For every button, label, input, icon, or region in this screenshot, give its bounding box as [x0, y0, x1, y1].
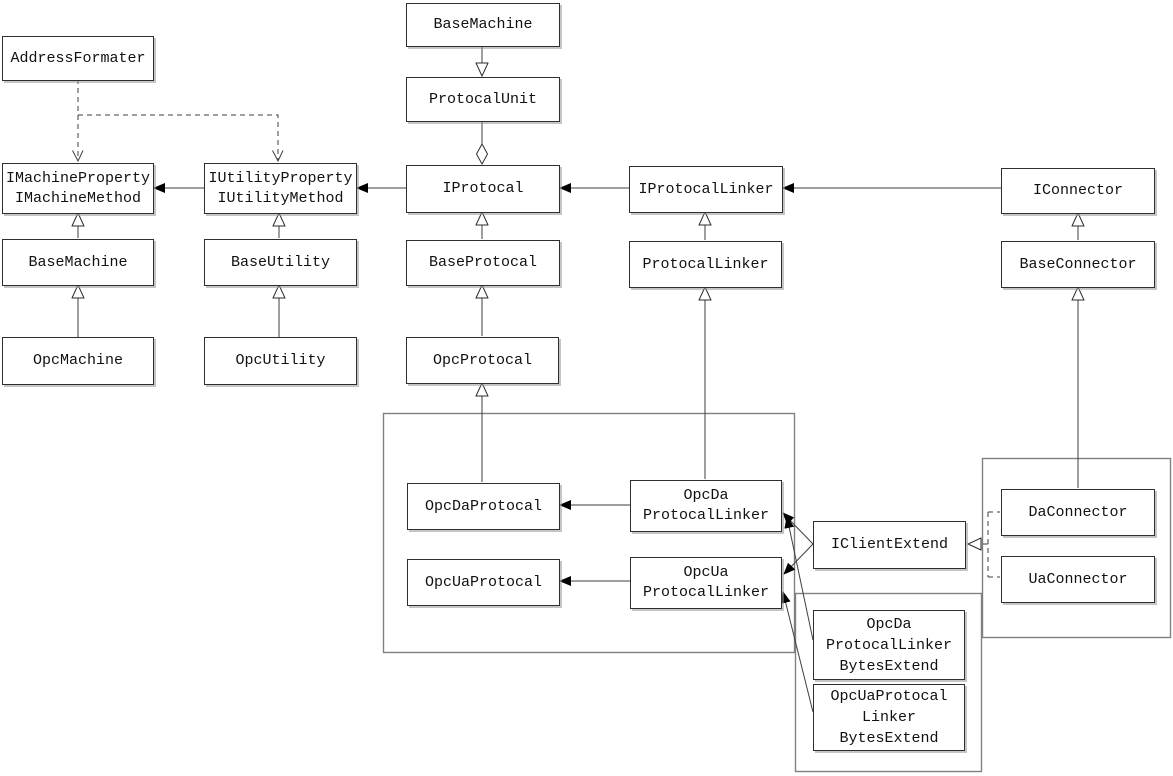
- class-label: BytesExtend: [839, 657, 939, 675]
- class-label: ProtocalLinker: [642, 507, 770, 524]
- class-label: IMachineProperty: [5, 169, 151, 187]
- class-label: OpcMachine: [32, 352, 123, 369]
- class-label: OpcDa: [866, 615, 912, 633]
- class-box-iprotocal: IProtocal: [406, 165, 560, 213]
- class-label: IUtilityProperty: [208, 169, 353, 187]
- group-container-connectors: [981, 457, 1172, 639]
- class-box-opc-machine: OpcMachine: [2, 337, 154, 385]
- class-box-opc-da-protocal: OpcDaProtocal: [407, 483, 560, 530]
- class-label: ProtocalLinker: [642, 255, 769, 273]
- class-box-base-machine-left: BaseMachine: [2, 239, 154, 286]
- class-label: DaConnector: [1028, 503, 1128, 521]
- class-label: IProtocalLinker: [638, 180, 774, 198]
- class-label: Linker: [861, 709, 916, 726]
- class-box-opc-ua-protocal-linker: OpcUa ProtocalLinker: [630, 557, 782, 609]
- class-label: OpcProtocal: [432, 351, 533, 369]
- class-label: OpcUaProtocal: [830, 688, 948, 705]
- class-label: IUtilityMethod: [217, 189, 344, 207]
- class-box-base-connector: BaseConnector: [1001, 241, 1155, 288]
- class-label: BaseUtility: [230, 253, 331, 271]
- class-label: UaConnector: [1028, 570, 1128, 588]
- class-label: ProtocalLinker: [642, 584, 770, 601]
- class-box-opc-da-protocal-linker: OpcDa ProtocalLinker: [630, 480, 782, 532]
- class-box-opc-ua-protocal-linker-bytes-extend: OpcUaProtocal Linker BytesExtend: [813, 684, 965, 751]
- class-label: OpcUtility: [235, 352, 326, 369]
- class-box-iclient-extend: IClientExtend: [813, 521, 966, 569]
- class-label: IConnector: [1032, 182, 1123, 199]
- class-label: BaseConnector: [1019, 255, 1137, 273]
- edge-opcuabytes-opcualinker: [780, 591, 814, 713]
- class-box-da-connector: DaConnector: [1001, 489, 1155, 536]
- class-label: IMachineMethod: [14, 189, 142, 207]
- edge-iclientextend-opcualinker: [783, 543, 814, 575]
- class-box-iutility-property-method: IUtilityProperty IUtilityMethod: [204, 163, 357, 214]
- class-label: ProtocalLinker: [825, 636, 953, 654]
- group-container-opc-protocal-linker: [382, 412, 796, 654]
- class-label: OpcDaProtocal: [424, 497, 543, 515]
- class-label: BytesExtend: [839, 730, 939, 747]
- class-box-opc-protocal: OpcProtocal: [406, 337, 559, 384]
- class-label: AddressFormater: [10, 49, 146, 67]
- class-label: BaseProtocal: [428, 254, 538, 271]
- class-box-protocal-unit: ProtocalUnit: [406, 77, 560, 122]
- class-box-protocal-linker: ProtocalLinker: [629, 241, 782, 288]
- class-box-iprotocal-linker: IProtocalLinker: [629, 166, 783, 213]
- class-box-base-protocal: BaseProtocal: [406, 240, 560, 286]
- class-box-opc-da-protocal-linker-bytes-extend: OpcDa ProtocalLinker BytesExtend: [813, 610, 965, 680]
- edge-opcdabytes-opcdalinker: [784, 516, 814, 641]
- class-label: OpcUaProtocal: [424, 573, 543, 591]
- class-label: BaseMachine: [433, 16, 533, 33]
- class-box-opc-ua-protocal: OpcUaProtocal: [407, 559, 560, 606]
- class-label: ProtocalUnit: [428, 90, 538, 108]
- class-box-opc-utility: OpcUtility: [204, 337, 357, 385]
- class-box-address-formater: AddressFormater: [2, 36, 154, 81]
- edge-iclientextend-opcdalinker: [782, 512, 814, 545]
- class-label: IClientExtend: [830, 536, 949, 553]
- class-box-iconnector: IConnector: [1001, 168, 1155, 214]
- edge-addressformater-iutility: [78, 114, 284, 163]
- class-label: OpcUa: [683, 564, 729, 581]
- class-box-ua-connector: UaConnector: [1001, 556, 1155, 603]
- class-box-base-machine-top: BaseMachine: [406, 3, 560, 47]
- class-label: BaseMachine: [28, 253, 128, 271]
- class-label: IProtocal: [442, 180, 524, 197]
- class-label: OpcDa: [683, 487, 729, 504]
- class-box-base-utility: BaseUtility: [204, 239, 357, 286]
- class-box-imachine-property-method: IMachineProperty IMachineMethod: [2, 163, 154, 214]
